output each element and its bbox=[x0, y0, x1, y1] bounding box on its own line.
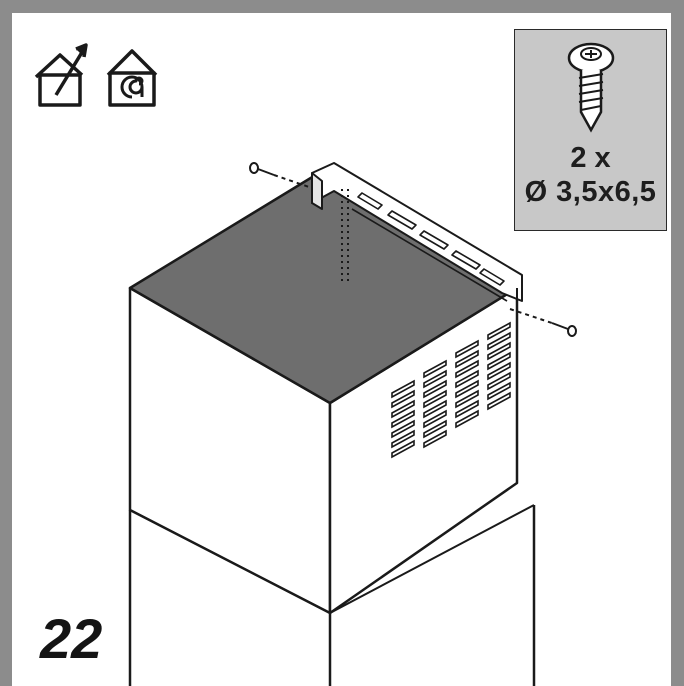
screw-dimension: Ø 3,5x6,5 bbox=[524, 176, 657, 208]
screw-icon bbox=[567, 42, 615, 133]
chimney-cover-drawing bbox=[128, 162, 577, 686]
screw-right bbox=[509, 308, 577, 337]
exhaust-mode-house-icon bbox=[34, 43, 88, 107]
mode-icons bbox=[34, 43, 158, 107]
step-number: 22 bbox=[40, 607, 103, 670]
lower-chimney-section bbox=[128, 505, 536, 686]
recirculation-mode-house-icon bbox=[106, 49, 158, 107]
screw-quantity: 2 x bbox=[570, 142, 611, 174]
mounting-bracket bbox=[311, 162, 523, 305]
screw-callout-box: 2 x Ø 3,5x6,5 bbox=[514, 29, 667, 231]
ventilation-slots bbox=[391, 321, 511, 459]
screw-left bbox=[249, 162, 313, 189]
